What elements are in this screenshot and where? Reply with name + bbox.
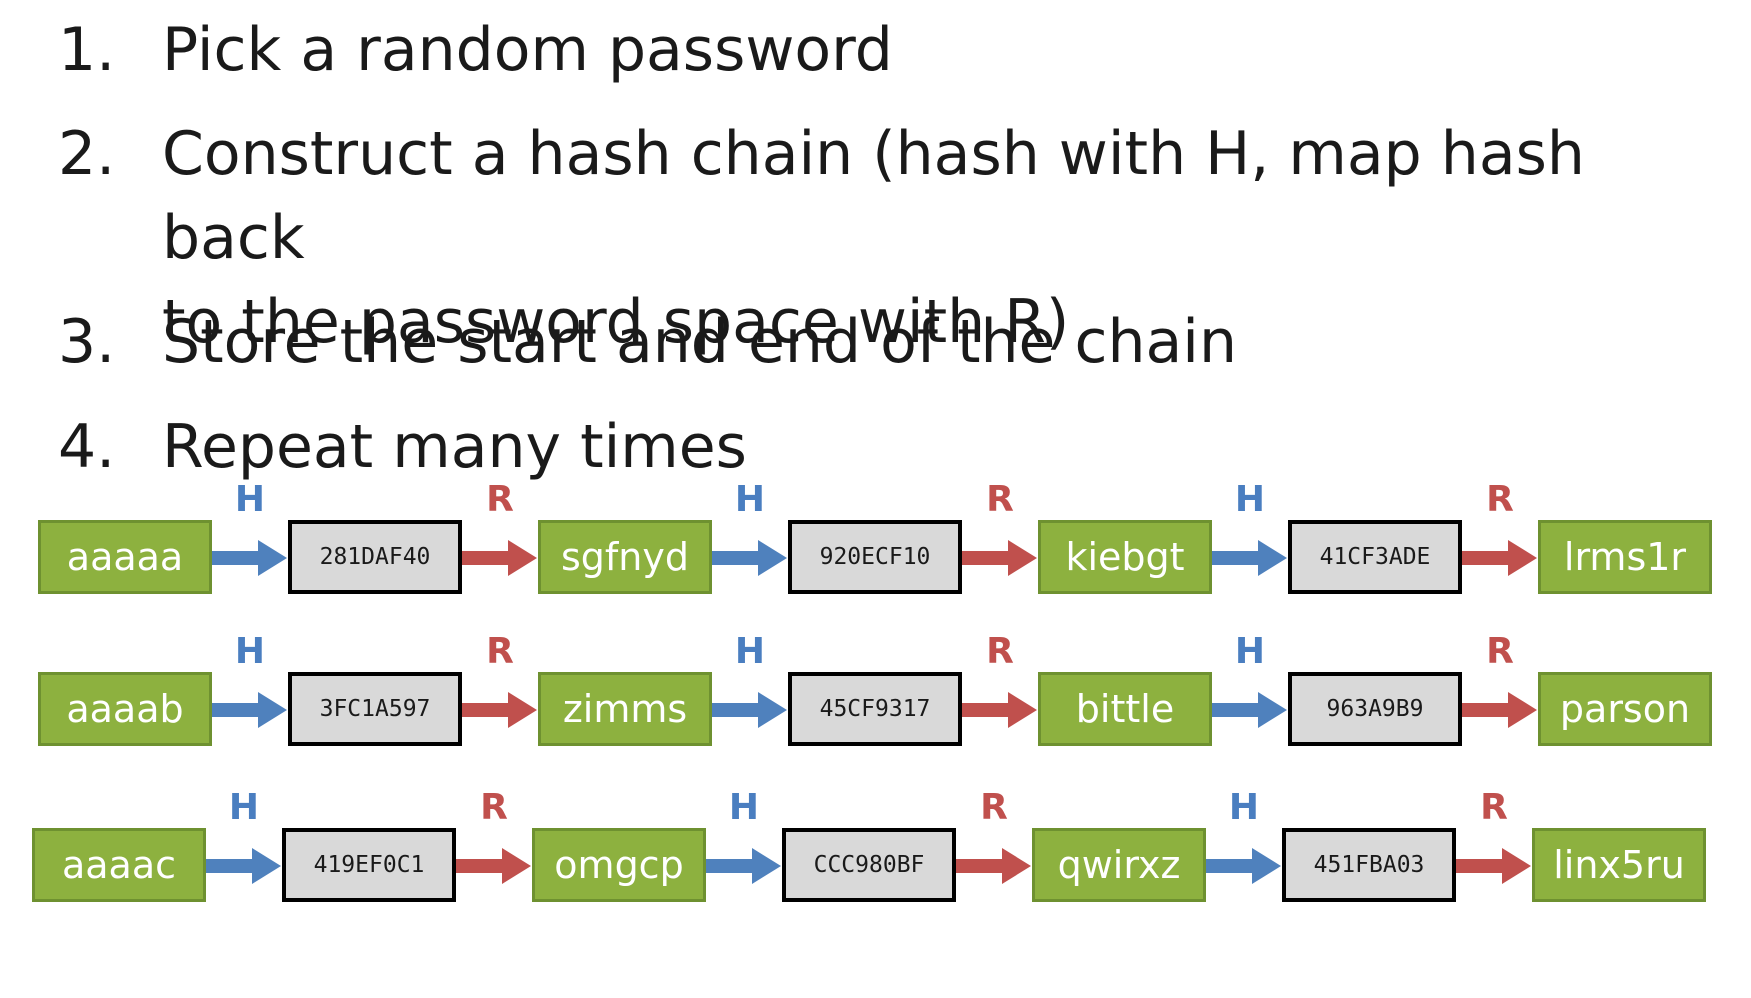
hash-value-box: 3FC1A597 <box>288 672 462 746</box>
step-text: Construct a hash chain (hash with H, map… <box>162 119 1585 357</box>
hash-function-label: H <box>1228 787 1260 828</box>
hash-function-label: H <box>734 631 766 672</box>
reduce-function-label: R <box>986 631 1014 672</box>
step-text: Pick a random password <box>162 15 893 85</box>
hash-function-label: H <box>1234 631 1266 672</box>
reduce-arrow <box>956 847 1032 885</box>
step-number: 4. <box>58 412 116 482</box>
hash-arrow <box>1212 691 1288 729</box>
reduce-function-label: R <box>1480 787 1508 828</box>
hash-arrow <box>206 847 282 885</box>
hash-arrow <box>712 539 788 577</box>
hash-arrow <box>706 847 782 885</box>
password-box: aaaab <box>38 672 212 746</box>
hash-arrow <box>212 539 288 577</box>
step-number: 1. <box>58 15 116 85</box>
hash-value-box: 963A9B9 <box>1288 672 1462 746</box>
password-box: linx5ru <box>1532 828 1706 902</box>
reduce-function-label: R <box>480 787 508 828</box>
hash-function-label: H <box>1234 479 1266 520</box>
hash-function-label: H <box>734 479 766 520</box>
reduce-arrow <box>462 691 538 729</box>
hash-value-box: 920ECF10 <box>788 520 962 594</box>
reduce-arrow <box>962 691 1038 729</box>
hash-value-box: 41CF3ADE <box>1288 520 1462 594</box>
hash-value-box: 45CF9317 <box>788 672 962 746</box>
reduce-function-label: R <box>486 631 514 672</box>
password-box: kiebgt <box>1038 520 1212 594</box>
password-box: sgfnyd <box>538 520 712 594</box>
reduce-function-label: R <box>1486 479 1514 520</box>
step-number: 3. <box>58 307 116 377</box>
password-box: omgcp <box>532 828 706 902</box>
hash-value-box: 281DAF40 <box>288 520 462 594</box>
hash-arrow <box>1212 539 1288 577</box>
password-box: parson <box>1538 672 1712 746</box>
reduce-function-label: R <box>1486 631 1514 672</box>
hash-arrow <box>212 691 288 729</box>
reduce-arrow <box>456 847 532 885</box>
hash-function-label: H <box>234 479 266 520</box>
reduce-arrow <box>462 539 538 577</box>
hash-arrow <box>1206 847 1282 885</box>
hash-function-label: H <box>728 787 760 828</box>
reduce-arrow <box>1462 539 1538 577</box>
reduce-function-label: R <box>980 787 1008 828</box>
reduce-function-label: R <box>486 479 514 520</box>
password-box: zimms <box>538 672 712 746</box>
password-box: aaaaa <box>38 520 212 594</box>
reduce-function-label: R <box>986 479 1014 520</box>
password-box: lrms1r <box>1538 520 1712 594</box>
hash-value-box: 451FBA03 <box>1282 828 1456 902</box>
hash-arrow <box>712 691 788 729</box>
hash-function-label: H <box>228 787 260 828</box>
hash-value-box: 419EF0C1 <box>282 828 456 902</box>
step-number: 2. <box>58 119 116 189</box>
hash-function-label: H <box>234 631 266 672</box>
hash-value-box: CCC980BF <box>782 828 956 902</box>
password-box: bittle <box>1038 672 1212 746</box>
reduce-arrow <box>1462 691 1538 729</box>
step-text: Repeat many times <box>162 412 747 482</box>
password-box: qwirxz <box>1032 828 1206 902</box>
step-text: Store the start and end of the chain <box>162 307 1237 377</box>
reduce-arrow <box>1456 847 1532 885</box>
password-box: aaaac <box>32 828 206 902</box>
reduce-arrow <box>962 539 1038 577</box>
